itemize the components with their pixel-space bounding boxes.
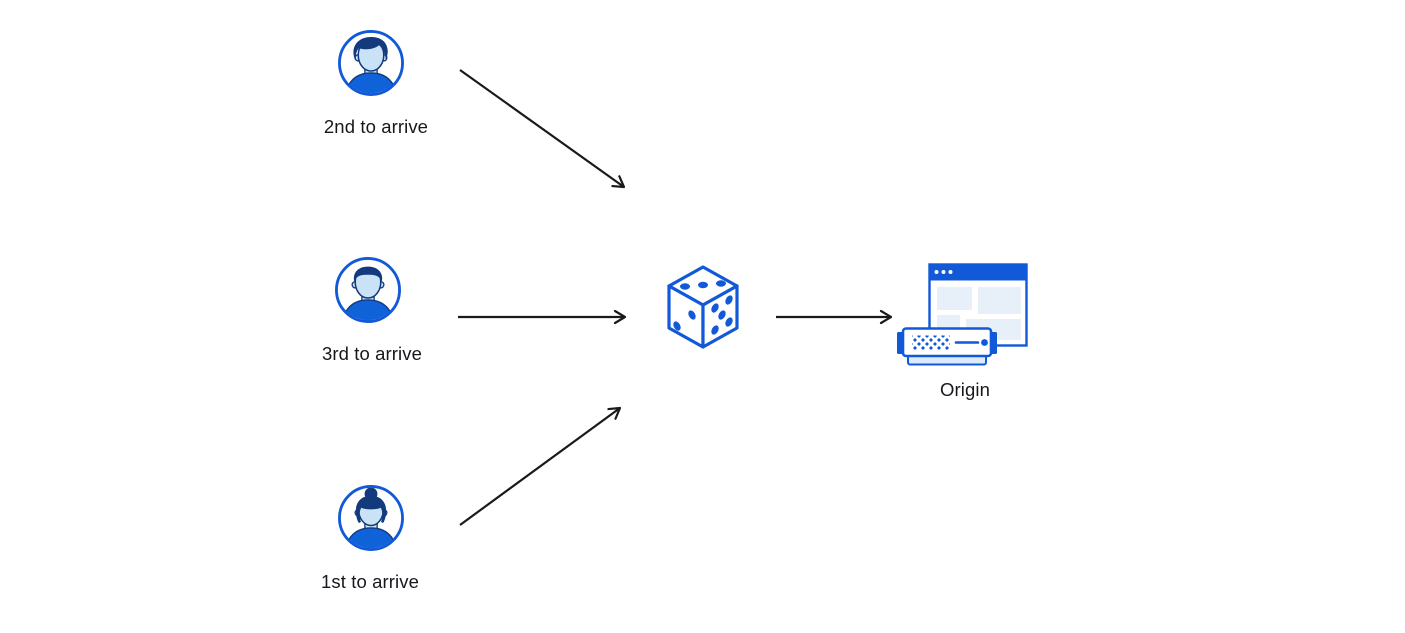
server [897,327,997,366]
visitor-top-label: 2nd to arrive [323,116,429,137]
dice-icon [667,265,739,349]
browser-server-icon [897,263,1028,366]
origin-label: Origin [940,379,990,400]
arrow-visitor-bottom-to-dice [459,406,622,526]
visitor-middle-label: 3rd to arrive [321,343,422,364]
avatar-man-swept-hair-icon [338,30,404,96]
arrow-visitor-top-to-dice [459,69,626,189]
avatar-man-short-hair-icon [335,257,401,323]
visitor-bottom-label: 1st to arrive [321,571,419,592]
avatar-woman-bun-icon [338,485,404,551]
